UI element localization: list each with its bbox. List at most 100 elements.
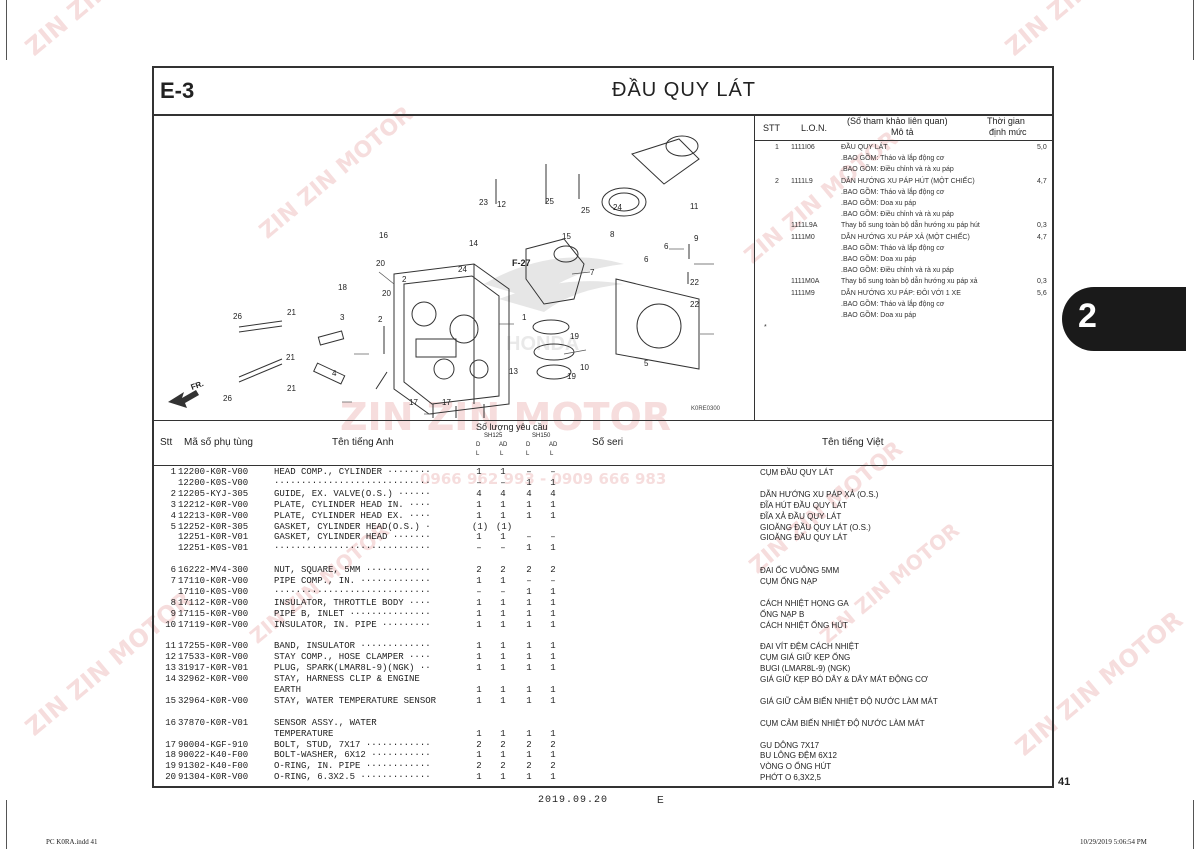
callout-number: 22 bbox=[690, 278, 699, 287]
labor-footnote: * bbox=[764, 324, 767, 331]
parts-row: 12251-K0S-V01···························… bbox=[154, 543, 1052, 554]
part-name-en: PIPE B, INLET ··············· bbox=[274, 608, 431, 619]
part-qty: 4 bbox=[526, 488, 532, 499]
part-number: 12205-KYJ-305 bbox=[178, 488, 249, 499]
labor-desc: .BAO GỒM: Doa xu páp bbox=[841, 312, 917, 319]
part-number: 17112-K0R-V00 bbox=[178, 597, 249, 608]
callout-number: 24 bbox=[458, 265, 467, 274]
col-l: L bbox=[500, 451, 504, 457]
part-name-vn: ỐNG NẠP B bbox=[760, 609, 805, 619]
date-code: 2019.09.20 bbox=[538, 795, 609, 806]
part-qty: 1 bbox=[550, 477, 556, 488]
section-tab-number: 2 bbox=[1078, 297, 1097, 335]
part-qty: 1 bbox=[500, 772, 506, 783]
parts-row: 12200-K0S-V00···························… bbox=[154, 478, 1052, 489]
crop-mark bbox=[6, 0, 7, 60]
part-stt: 10 bbox=[165, 619, 176, 630]
callout-number: 10 bbox=[580, 363, 589, 372]
crop-mark bbox=[6, 800, 7, 849]
callout-number: 17 bbox=[409, 398, 418, 407]
crop-mark bbox=[1193, 800, 1194, 849]
part-qty: 1 bbox=[526, 543, 532, 554]
callout-number: 23 bbox=[479, 198, 488, 207]
callout-number: 5 bbox=[644, 359, 649, 368]
part-qty: 1 bbox=[526, 641, 532, 652]
parts-row bbox=[154, 707, 1052, 718]
labor-desc: .BAO GỒM: Tháo và lắp động cơ bbox=[841, 300, 945, 308]
part-qty: 1 bbox=[526, 652, 532, 663]
part-qty: 1 bbox=[500, 663, 506, 674]
callout-number: 7 bbox=[590, 268, 595, 277]
part-qty: (1) bbox=[472, 521, 489, 532]
part-qty: 2 bbox=[550, 565, 556, 576]
part-number: 90004-KGF-910 bbox=[178, 739, 249, 750]
col-name-en: Tên tiếng Anh bbox=[332, 437, 394, 448]
part-stt: 2 bbox=[170, 488, 176, 499]
col-d: D bbox=[526, 442, 531, 448]
labor-desc: .BAO GỒM: Doa xu páp bbox=[841, 256, 917, 263]
figure-id: K0RE0300 bbox=[691, 406, 721, 412]
labor-stt: 1 bbox=[775, 144, 779, 151]
part-qty: 2 bbox=[500, 761, 506, 772]
col-lon: L.O.N. bbox=[801, 123, 828, 133]
col-desc: (Số tham khảo liên quan) bbox=[847, 116, 948, 126]
part-qty: 1 bbox=[526, 586, 532, 597]
part-qty: 1 bbox=[526, 510, 532, 521]
part-name-en: O-RING, 6.3X2.5 ············· bbox=[274, 772, 431, 783]
part-name-en: BAND, INSULATOR ············· bbox=[274, 641, 431, 652]
part-qty: 1 bbox=[526, 728, 532, 739]
part-qty: 1 bbox=[550, 772, 556, 783]
part-qty: – bbox=[550, 576, 556, 586]
part-number: 91302-K40-F00 bbox=[178, 761, 249, 772]
part-name-en: PLATE, CYLINDER HEAD IN. ···· bbox=[274, 499, 431, 510]
callout-number: 4 bbox=[332, 369, 337, 378]
part-name-en: GASKET, CYLINDER HEAD ······· bbox=[274, 532, 431, 543]
labor-desc: .BAO GỒM: Điều chỉnh và rà xu páp bbox=[841, 267, 954, 275]
labor-time: 0,3 bbox=[1037, 278, 1047, 286]
part-stt: 16 bbox=[165, 717, 176, 728]
part-qty: 1 bbox=[500, 750, 506, 761]
cylinder-head bbox=[393, 263, 510, 415]
part-qty: 1 bbox=[500, 597, 506, 608]
col-l: L bbox=[526, 451, 530, 457]
callout-number: 12 bbox=[497, 200, 506, 209]
part-name-en: BOLT, STUD, 7X17 ············ bbox=[274, 739, 431, 750]
labor-lon: 1111L9 bbox=[791, 177, 813, 185]
part-name-vn: CỤM ỐNG NẠP bbox=[760, 577, 818, 586]
labor-desc: .BAO GỒM: Điều chỉnh và rà xu páp bbox=[841, 166, 954, 174]
part-name-vn: GU DÔNG 7X17 bbox=[760, 740, 820, 750]
part-qty: 1 bbox=[526, 597, 532, 608]
part-qty: 1 bbox=[526, 772, 532, 783]
part-stt: 18 bbox=[165, 750, 176, 761]
section-tab: 2 bbox=[1062, 287, 1186, 351]
part-qty: 1 bbox=[526, 663, 532, 674]
callout-number: 3 bbox=[340, 313, 345, 322]
part-qty: 1 bbox=[550, 685, 556, 695]
section-code: E-3 bbox=[160, 78, 195, 103]
part-qty: 2 bbox=[476, 739, 482, 750]
part-number: 90022-K40-F00 bbox=[178, 750, 249, 761]
exploded-diagram: HONDA bbox=[154, 114, 755, 420]
part-qty: 1 bbox=[476, 619, 482, 630]
part-number: 91304-K0R-V00 bbox=[178, 772, 249, 783]
throttle-insulator bbox=[601, 135, 700, 217]
part-name-en: ····························· bbox=[274, 586, 431, 597]
part-name-en: BOLT-WASHER, 6X12 ··········· bbox=[274, 750, 431, 761]
part-qty: 1 bbox=[476, 467, 482, 477]
part-name-vn: VÒNG O ỐNG HÚT bbox=[760, 762, 832, 772]
part-qty: 4 bbox=[500, 488, 506, 499]
callout-number: 19 bbox=[570, 332, 579, 341]
part-qty: 1 bbox=[500, 652, 506, 663]
part-name-vn: GIOĂNG ĐẦU QUY LÁT (O.S.) bbox=[760, 522, 871, 532]
watermark-phone: 0966 962 993 - 0909 666 983 bbox=[420, 470, 667, 488]
part-name-vn: CÁCH NHIỆT HỌNG GA bbox=[760, 598, 849, 608]
col-ad: AD bbox=[499, 442, 508, 448]
